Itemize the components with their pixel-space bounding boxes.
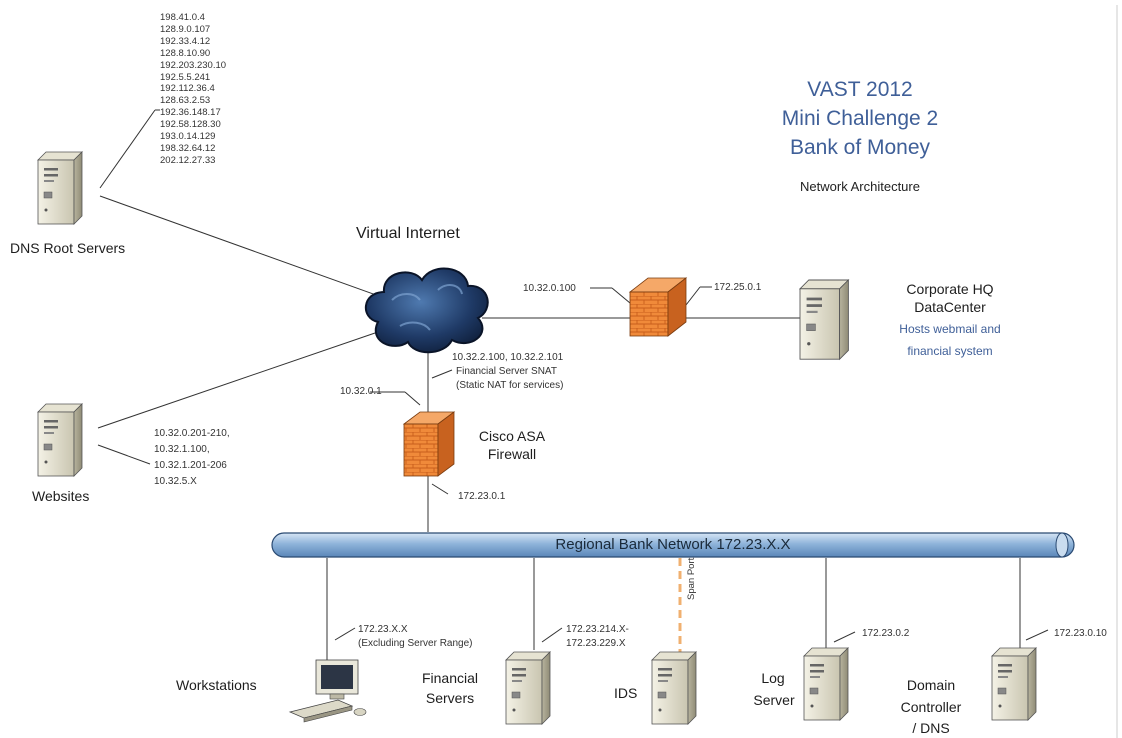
dns-ip: 192.5.5.241 xyxy=(160,71,211,83)
financial-label-line-2: Servers xyxy=(425,690,475,706)
title-line-2: Mini Challenge 2 xyxy=(781,107,939,130)
dns-ip-callout xyxy=(99,109,156,189)
cloud-icon xyxy=(364,267,489,354)
dns-ip: 192.36.148.17 xyxy=(160,107,221,119)
workstation-icon xyxy=(288,659,367,723)
span-port-label: Span Port xyxy=(686,557,697,600)
hq-note-line-1: Hosts webmail and xyxy=(899,322,1001,336)
financial-ip-line-2: 172.23.229.X xyxy=(566,638,626,649)
hq-left-ip: 10.32.0.100 xyxy=(523,283,576,294)
snat-line-1: 10.32.2.100, 10.32.2.101 xyxy=(452,352,564,363)
snat-callout xyxy=(431,369,453,379)
workstations-ip-line-2: (Excluding Server Range) xyxy=(358,638,473,649)
dns-link xyxy=(99,195,391,301)
dns-ip: 192.58.128.30 xyxy=(160,119,221,131)
websites-ip-1: 10.32.0.201-210, xyxy=(154,428,230,439)
financial-label-line-1: Financial xyxy=(421,670,479,686)
log-label-line-2: Server xyxy=(753,692,795,708)
websites-server-icon xyxy=(37,403,83,477)
workstations-ip-line-1: 172.23.X.X xyxy=(358,624,408,635)
hq-note-line-2: financial system xyxy=(907,344,993,358)
dns-ip: 193.0.14.129 xyxy=(160,131,216,143)
dns-root-servers-label: DNS Root Servers xyxy=(10,240,126,256)
regional-bank-bus xyxy=(271,532,1075,558)
websites-ip-callout xyxy=(97,444,151,465)
dns-root-ip-list: 198.41.0.4 128.9.0.107 192.33.4.12 128.8… xyxy=(160,12,226,167)
dns-ip: 128.8.10.90 xyxy=(160,47,211,59)
dc-label-line-1: Domain xyxy=(906,677,956,693)
dc-label-line-2: Controller xyxy=(900,699,962,715)
log-server-ip: 172.23.0.2 xyxy=(862,628,910,639)
hq-label-line-1: Corporate HQ xyxy=(906,281,994,297)
firewall-inside-ip-callout xyxy=(431,483,449,495)
financial-ip-line-1: 172.23.214.X- xyxy=(566,624,629,635)
dc-label-line-3: / DNS xyxy=(912,720,950,736)
ids-server-icon xyxy=(651,651,697,725)
hq-firewall-icon xyxy=(628,277,688,337)
domain-controller-server-icon xyxy=(991,647,1037,721)
dns-ip: 198.41.0.4 xyxy=(160,12,205,23)
workstations-label: Workstations xyxy=(176,677,257,693)
hq-datacenter-server-icon xyxy=(799,279,849,360)
firewall-label-line-2: Firewall xyxy=(487,446,537,462)
websites-link xyxy=(97,332,376,429)
dns-root-server-icon xyxy=(37,151,83,225)
firewall-inside-ip: 172.23.0.1 xyxy=(458,491,506,502)
log-ip-callout xyxy=(833,631,856,643)
websites-ip-2: 10.32.1.100, xyxy=(154,444,210,455)
virtual-internet-label: Virtual Internet xyxy=(356,225,460,242)
log-label-line-1: Log xyxy=(761,670,785,686)
firewall-outside-ip-callout-diag xyxy=(404,391,421,406)
hq-right-ip: 172.25.0.1 xyxy=(714,282,762,293)
snat-line-2: Financial Server SNAT xyxy=(456,366,557,377)
snat-line-3: (Static NAT for services) xyxy=(456,380,564,391)
hq-right-ip-callout xyxy=(685,286,701,306)
hq-label-line-2: DataCenter xyxy=(914,299,986,315)
dc-ip: 172.23.0.10 xyxy=(1054,628,1107,639)
diagram-subtitle: Network Architecture xyxy=(800,179,920,194)
firewall-outside-ip: 10.32.0.1 xyxy=(340,386,382,397)
connections xyxy=(97,109,1049,660)
financial-ip-callout xyxy=(541,627,563,643)
log-server-icon xyxy=(803,647,849,721)
websites-label: Websites xyxy=(32,488,90,504)
title-line-3: Bank of Money xyxy=(789,136,931,159)
websites-ip-4: 10.32.5.X xyxy=(154,476,197,487)
title-line-1: VAST 2012 xyxy=(807,78,913,101)
dns-ip: 202.12.27.33 xyxy=(160,154,216,166)
dns-ip: 192.203.230.10 xyxy=(160,59,227,71)
regional-bank-network-label: Regional Bank Network 172.23.X.X xyxy=(555,536,791,553)
ids-label: IDS xyxy=(614,685,638,701)
financial-server-icon xyxy=(505,651,551,725)
firewall-label-line-1: Cisco ASA xyxy=(478,428,546,444)
dns-ip: 198.32.64.12 xyxy=(160,142,216,154)
asa-firewall-icon xyxy=(402,411,456,477)
workstations-ip-callout xyxy=(334,627,356,641)
dns-ip: 192.112.36.4 xyxy=(160,83,215,95)
dns-ip: 128.9.0.107 xyxy=(160,23,211,35)
dns-ip: 128.63.2.53 xyxy=(160,95,211,107)
websites-ip-3: 10.32.1.201-206 xyxy=(154,460,227,471)
dc-ip-callout xyxy=(1025,629,1049,641)
dns-ip: 192.33.4.12 xyxy=(160,35,211,47)
